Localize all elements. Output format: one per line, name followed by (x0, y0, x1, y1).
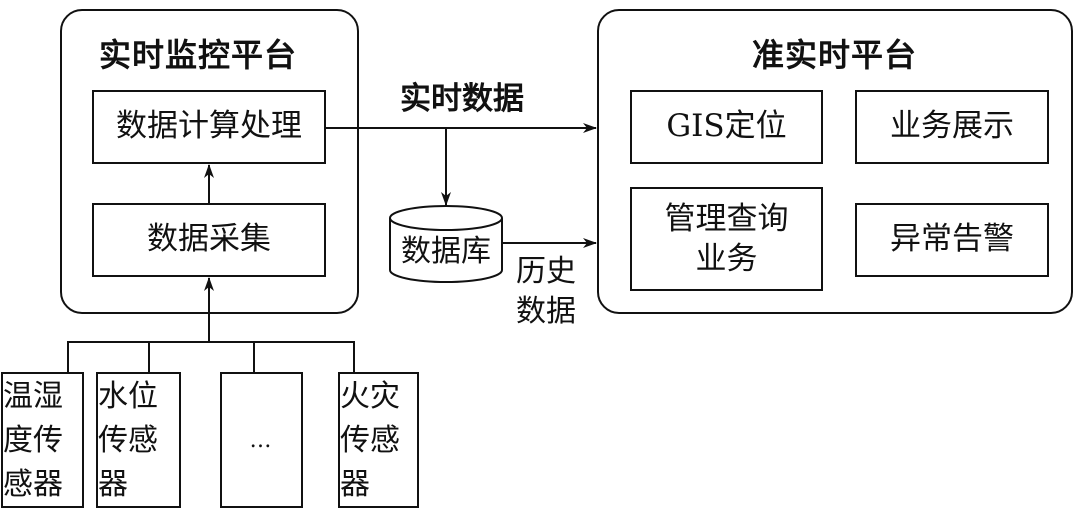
sensor-ellipsis: … (220, 372, 303, 508)
sensor-water-level: 水位 传感 器 (96, 372, 181, 508)
history-data-label-line2: 数据 (516, 294, 576, 329)
sensor-line: 传感 (98, 423, 158, 458)
near-realtime-platform (597, 9, 1073, 314)
database-label: 数据库 (401, 234, 491, 269)
realtime-data-label: 实时数据 (400, 81, 524, 117)
module-business-display: 业务展示 (855, 90, 1049, 164)
module-management-query: 管理查询 业务 (630, 187, 823, 291)
module-anomaly-alarm: 异常告警 (855, 203, 1049, 277)
sensor-line: 感器 (3, 467, 63, 502)
sensor-line: 器 (340, 467, 370, 502)
sensor-line: 器 (98, 467, 128, 502)
sensor-bus (67, 341, 355, 372)
history-data-label-line1: 历史 (516, 254, 576, 289)
data-collect-box: 数据采集 (92, 203, 326, 277)
sensor-line: 温湿 (3, 379, 63, 414)
sensor-fire: 火灾 传感 器 (338, 372, 419, 508)
realtime-platform-title: 实时监控平台 (99, 36, 298, 74)
module-gis-location: GIS定位 (630, 90, 823, 164)
sensor-line: 水位 (98, 379, 158, 414)
sensor-line: 火灾 (340, 379, 400, 414)
sensor-line: 度传 (3, 423, 63, 458)
ellipsis-text: … (249, 428, 274, 453)
realtime-monitoring-platform (60, 9, 359, 314)
sensor-line: 传感 (340, 423, 400, 458)
data-compute-box: 数据计算处理 (92, 90, 326, 164)
sensor-temp-humidity: 温湿 度传 感器 (1, 372, 84, 508)
near-realtime-platform-title: 准实时平台 (752, 36, 918, 74)
database-cylinder (389, 205, 503, 283)
